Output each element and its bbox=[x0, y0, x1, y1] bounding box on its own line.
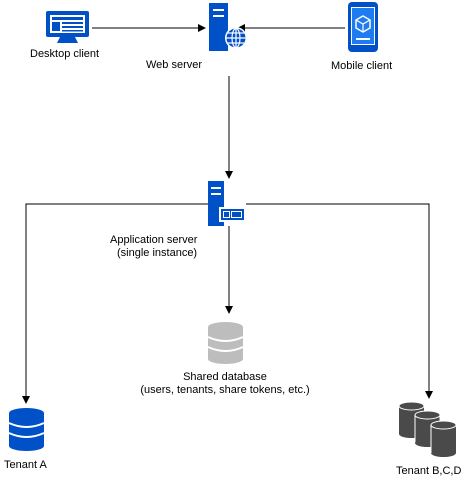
tenant-bcd-database-cluster-icon bbox=[398, 401, 457, 457]
desktop-monitor-icon bbox=[46, 11, 89, 43]
mobile-phone-icon bbox=[348, 2, 378, 52]
edge-appserver-to-tenant-bcd bbox=[246, 203, 433, 399]
tenant-bcd-label: Tenant B,C,D bbox=[396, 465, 462, 477]
desktop-client-label: Desktop client bbox=[30, 48, 100, 60]
tenant-a-label: Tenant A bbox=[4, 459, 47, 471]
cluster-db-front bbox=[430, 420, 457, 457]
shared-database-icon bbox=[207, 322, 244, 364]
application-server-icon bbox=[208, 181, 246, 226]
shared-database-label: Shared database bbox=[183, 371, 267, 383]
tenant-a-database-icon bbox=[8, 408, 45, 451]
edge-appserver-to-tenant-a bbox=[22, 203, 208, 404]
web-server-label: Web server bbox=[146, 59, 203, 71]
application-server-label: Application server bbox=[110, 234, 198, 246]
mobile-client-label: Mobile client bbox=[331, 60, 393, 72]
application-server-sublabel: (single instance) bbox=[117, 247, 198, 259]
shared-database-sublabel: (users, tenants, share tokens, etc.) bbox=[140, 384, 310, 396]
web-server-globe-icon bbox=[209, 3, 247, 51]
connectors bbox=[22, 24, 433, 404]
